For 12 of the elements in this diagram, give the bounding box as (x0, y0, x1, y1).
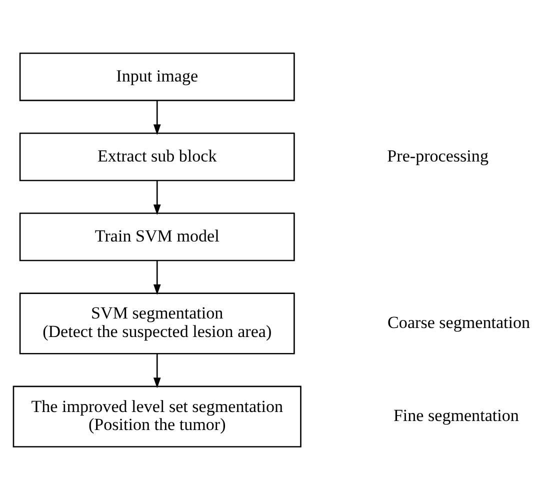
node-box: Input image (19, 52, 295, 102)
label: Pre-processing (387, 146, 488, 166)
arrow (153, 180, 161, 215)
arrow (153, 354, 161, 388)
node-box: The improved level set segmentation (Position the tumor) (12, 386, 302, 448)
node-box: Extract sub block (19, 132, 295, 182)
arrow (153, 260, 161, 295)
arrow (153, 100, 161, 135)
label: Coarse segmentation (388, 312, 530, 332)
node-box: SVM segmentation (Detect the suspected lesion area) (19, 292, 295, 354)
label: Fine segmentation (393, 406, 519, 426)
node-box: Train SVM model (19, 212, 295, 262)
